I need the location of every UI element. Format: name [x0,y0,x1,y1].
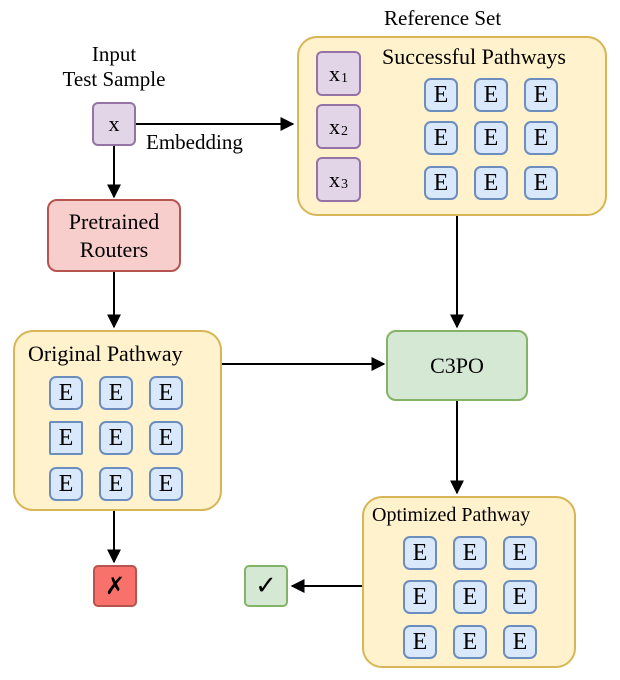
pretrained-routers-line2: Routers [79,236,149,262]
fail-outcome-icon: ✗ [93,565,137,607]
optimized-expert-r2c3: E [503,580,537,614]
input-title: Input Test Sample [40,42,188,92]
original-expert-r1c1: E [49,376,83,410]
optimized-expert-r3c2: E [453,625,487,659]
reference-expert-r1c1: E [424,78,458,112]
optimized-expert-r3c1: E [403,625,437,659]
reference-expert-r3c1: E [424,166,458,200]
original-expert-r2c1: E [49,421,83,455]
input-title-line2: Test Sample [62,67,166,92]
successful-pathways-title: Successful Pathways [382,44,566,69]
reference-expert-r2c2: E [474,121,508,155]
optimized-expert-r2c1: E [403,580,437,614]
optimized-expert-r3c3: E [503,625,537,659]
optimized-expert-r1c2: E [453,536,487,570]
success-mark: ✓ [255,571,277,600]
reference-expert-r1c3: E [524,78,558,112]
reference-sample-2-subscript: 2 [341,123,348,139]
success-outcome-icon: ✓ [244,565,288,607]
reference-sample-1-symbol: x [329,60,340,86]
fail-mark: ✗ [104,573,126,600]
optimized-expert-r2c2: E [453,580,487,614]
reference-sample-2-symbol: x [329,113,340,139]
pretrained-routers-line1: Pretrained [68,209,160,234]
optimized-pathway-title: Optimized Pathway [372,504,531,526]
optimized-expert-r1c3: E [503,536,537,570]
input-sample-symbol: x [108,111,120,136]
optimized-expert-r1c1: E [403,536,437,570]
original-expert-r3c1: E [49,467,83,501]
pretrained-routers-box: Pretrained Routers [47,199,181,272]
embedding-label: Embedding [146,130,243,154]
reference-sample-1-subscript: 1 [341,70,348,86]
input-sample-node: x [92,102,136,146]
c3po-label: C3PO [430,352,484,378]
original-expert-r2c2: E [99,421,133,455]
original-expert-r3c3: E [149,467,183,501]
reference-expert-r3c2: E [474,166,508,200]
reference-set-title: Reference Set [384,6,502,30]
original-expert-r3c2: E [99,467,133,501]
original-expert-r1c3: E [149,376,183,410]
reference-expert-r2c1: E [424,121,458,155]
c3po-box: C3PO [386,330,528,401]
reference-expert-r2c3: E [524,121,558,155]
original-pathway-title: Original Pathway [28,341,183,366]
reference-expert-r3c3: E [524,166,558,200]
reference-sample-3-symbol: x [329,166,340,192]
original-expert-r2c3: E [149,421,183,455]
reference-sample-3-subscript: 3 [341,176,348,192]
input-title-line1: Input [91,42,137,66]
reference-expert-r1c2: E [474,78,508,112]
original-expert-r1c2: E [99,376,133,410]
